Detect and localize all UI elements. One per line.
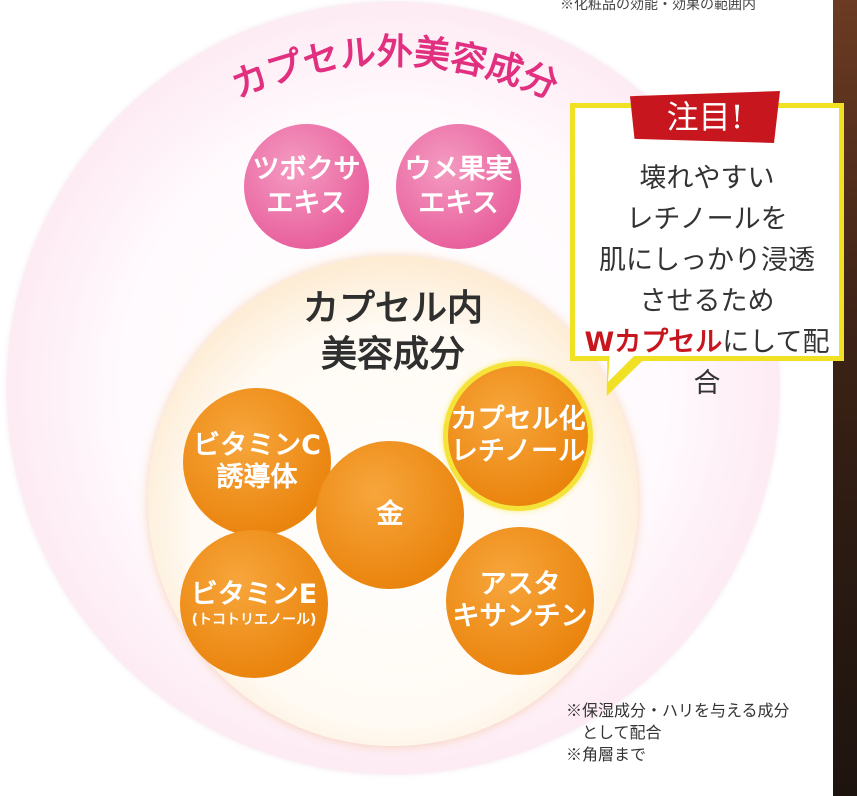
callout-highlight: Wカプセル (584, 327, 723, 358)
ingredient-line2: レチノール (450, 436, 586, 467)
ingredient-line2: (トコトリエノール) (191, 612, 317, 628)
inner-title-line2: 美容成分 (320, 334, 465, 375)
ingredient-line2: 誘導体 (216, 462, 298, 493)
ingredient-ume: ウメ果実 エキス (396, 124, 521, 249)
ingredient-line1: ビタミンE (190, 579, 318, 610)
inner-title-line1: カプセル内 (302, 288, 483, 329)
ingredient-vitamin-c: ビタミンC 誘導体 (183, 388, 331, 536)
ingredient-line2: エキス (266, 187, 347, 219)
ingredient-capsule-retinol: カプセル化 レチノール (443, 361, 593, 511)
ingredient-line1: カプセル化 (450, 404, 586, 435)
callout-line: レチノールを (626, 204, 788, 235)
ingredient-line1: アスタ (479, 569, 561, 600)
ingredient-tsubokusa: ツボクサ エキス (244, 124, 369, 249)
ingredient-line2: キサンチン (452, 601, 588, 632)
attention-badge: 注目! (630, 91, 780, 143)
ingredient-line1: ツボクサ (252, 153, 361, 185)
ingredient-astaxanthin: アスタ キサンチン (446, 527, 594, 675)
ingredient-gold: 金 (316, 441, 464, 589)
footnote: として配合 (566, 723, 662, 742)
callout-line-last: Wカプセルにして配合 (575, 322, 839, 404)
callout-box (570, 103, 844, 361)
callout-text: 壊れやすい レチノールを 肌にしっかり浸透 させるため Wカプセルにして配合 (575, 158, 839, 404)
footnotes: ※保湿成分・ハリを与える成分 として配合 ※角層まで (566, 700, 790, 766)
callout-rest: にして配合 (693, 327, 830, 399)
ingredient-vitamin-e: ビタミンE (トコトリエノール) (180, 530, 328, 678)
ingredient-line1: ビタミンC (193, 430, 321, 461)
ingredient-line1: ウメ果実 (404, 153, 513, 185)
callout-line: させるため (639, 286, 775, 317)
footnote: ※保湿成分・ハリを与える成分 (566, 701, 790, 720)
callout-line: 壊れやすい (639, 163, 775, 194)
inner-title: カプセル内 美容成分 (283, 286, 503, 378)
footnote: ※角層まで (566, 745, 647, 764)
callout-line: 肌にしっかり浸透 (599, 245, 815, 276)
ingredient-line2: エキス (418, 187, 499, 219)
ingredient-line1: 金 (376, 499, 404, 530)
top-note: ※化粧品の効能・効果の範囲内 (560, 0, 756, 13)
